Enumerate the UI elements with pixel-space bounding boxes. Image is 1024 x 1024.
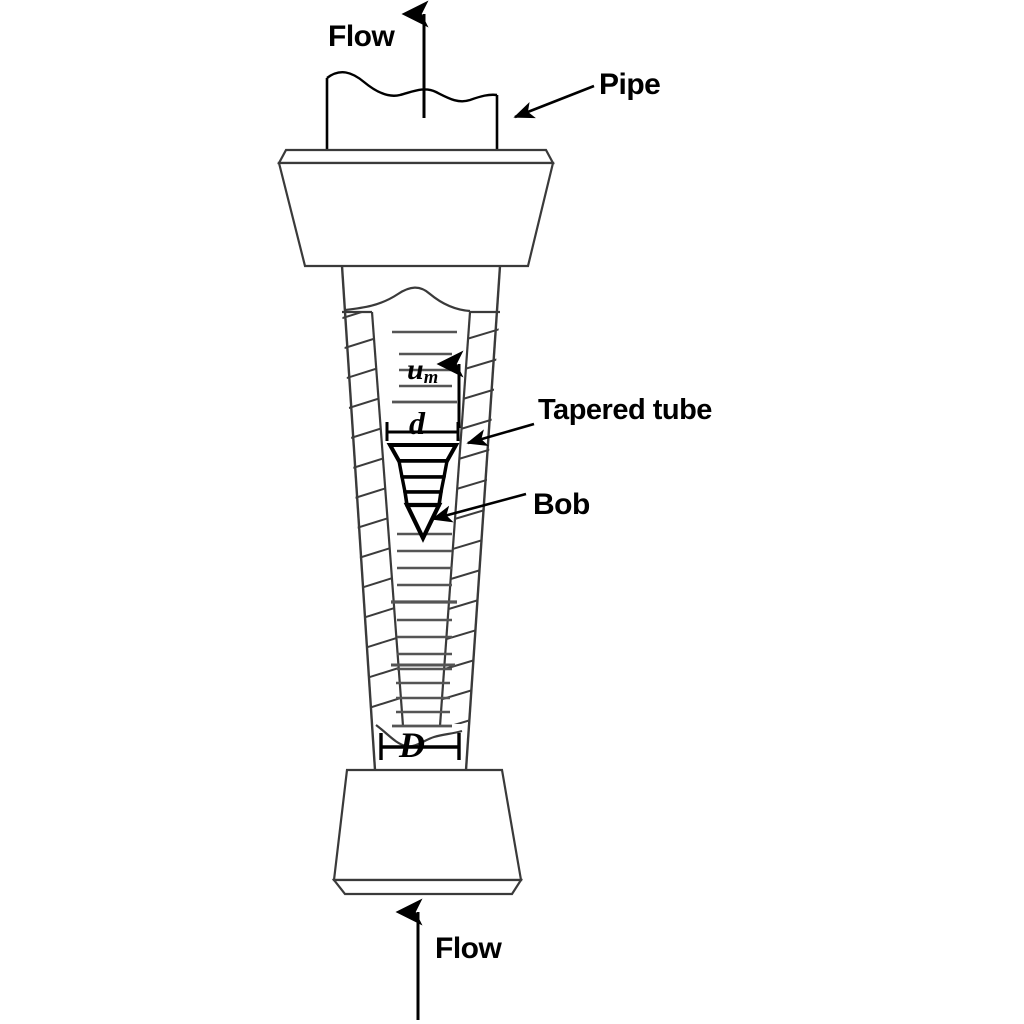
- dimension-line-D: [379, 733, 461, 760]
- symbol-bob-diameter: d: [409, 405, 425, 441]
- bob-shape: [386, 443, 460, 543]
- dimension-line-d: [385, 422, 460, 441]
- symbol-velocity-subscript: m: [423, 367, 439, 389]
- symbol-velocity-base: u: [407, 353, 424, 386]
- pipe-leader-arrow: [513, 84, 595, 119]
- tube-top-break-line: [344, 286, 471, 313]
- symbol-tube-diameter: D: [399, 725, 425, 765]
- pipe-shape: [325, 71, 499, 160]
- label-bob: Bob: [533, 488, 590, 521]
- graduated-scale: [391, 330, 457, 728]
- label-tapered-tube: Tapered tube: [538, 394, 712, 426]
- lower-fitting: [331, 768, 524, 896]
- symbol-velocity-um: um: [407, 353, 438, 389]
- bob-leader-arrow: [431, 492, 527, 523]
- label-flow-bottom: Flow: [435, 932, 502, 965]
- tube-bottom-break-line: [375, 724, 463, 748]
- tapered-tube-leader-arrow: [466, 422, 535, 447]
- upper-fitting: [277, 148, 555, 268]
- label-flow-top: Flow: [328, 20, 395, 53]
- label-pipe: Pipe: [599, 68, 661, 101]
